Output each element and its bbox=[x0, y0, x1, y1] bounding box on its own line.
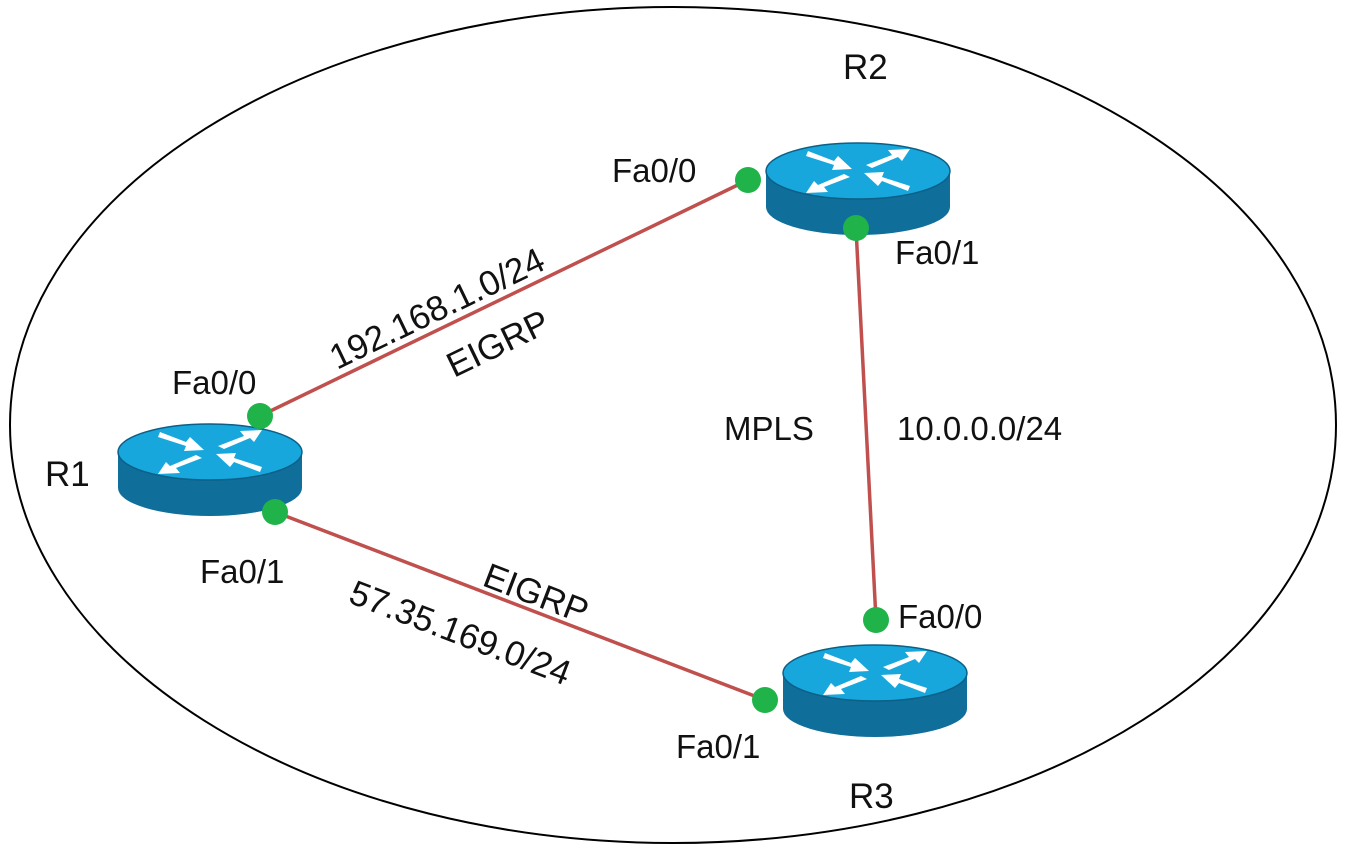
router-label-r1: R1 bbox=[45, 455, 90, 494]
port-dot-r1-fa00[interactable] bbox=[247, 403, 273, 429]
port-dot-r2-fa01[interactable] bbox=[843, 215, 869, 241]
link-r1-r3-protocol: EIGRP bbox=[478, 556, 594, 631]
link-r2-r3 bbox=[854, 227, 878, 621]
port-label-r2-fa01: Fa0/1 bbox=[895, 234, 979, 271]
link-r1-r2 bbox=[259, 178, 749, 418]
router-r3[interactable] bbox=[782, 644, 968, 738]
router-label-r2: R2 bbox=[843, 48, 888, 87]
network-boundary bbox=[9, 6, 1337, 844]
port-dot-r3-fa00[interactable] bbox=[863, 607, 889, 633]
router-label-r3: R3 bbox=[849, 777, 894, 816]
port-label-r1-fa01: Fa0/1 bbox=[200, 553, 284, 590]
port-label-r1-fa00: Fa0/0 bbox=[172, 364, 256, 401]
link-r2-r3-network: 10.0.0.0/24 bbox=[897, 410, 1062, 447]
link-r1-r2-network: 192.168.1.0/24 bbox=[324, 240, 551, 377]
port-dot-r1-fa01[interactable] bbox=[262, 499, 288, 525]
link-r1-r3 bbox=[274, 510, 766, 702]
router-icon bbox=[782, 644, 968, 738]
port-label-r2-fa00: Fa0/0 bbox=[612, 152, 696, 189]
link-r2-r3-protocol: MPLS bbox=[724, 410, 814, 447]
port-dot-r2-fa00[interactable] bbox=[735, 167, 761, 193]
port-label-r3-fa00: Fa0/0 bbox=[898, 598, 982, 635]
port-dot-r3-fa01[interactable] bbox=[752, 687, 778, 713]
port-label-r3-fa01: Fa0/1 bbox=[676, 728, 760, 765]
